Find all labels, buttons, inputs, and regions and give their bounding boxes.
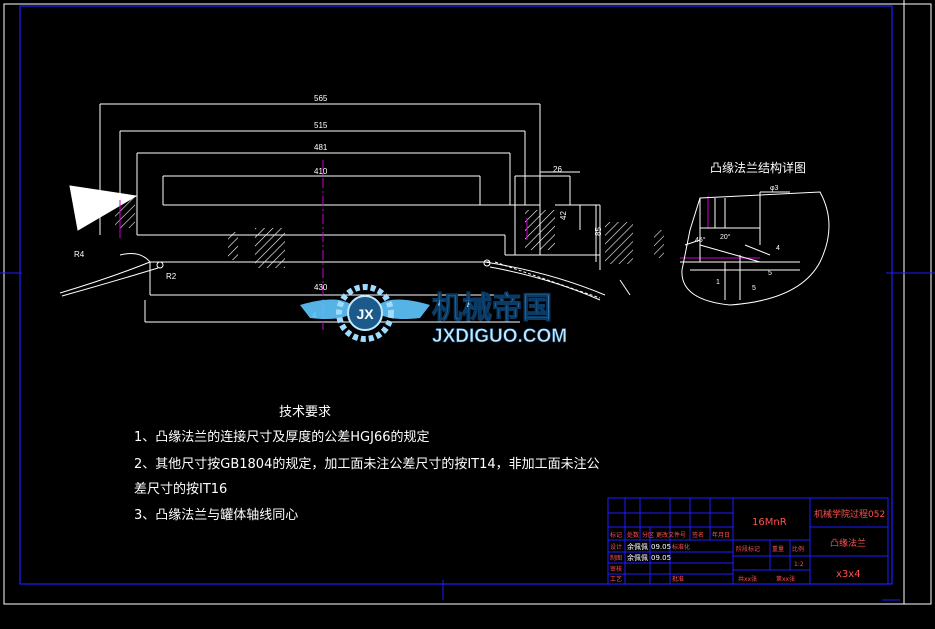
tb-label-mark: 标记 [610,531,622,539]
tb-weight: 重量 [772,545,784,553]
det-phi3: φ3 [770,185,779,192]
tb-material: 16MnR [752,517,787,528]
tb-code: x3x4 [836,569,861,580]
watermark-emblem-text: JX [356,306,374,322]
dim-r2: R2 [166,272,177,281]
dim-85: 85 [594,227,603,236]
tech-req-title: 技术要求 [279,405,332,420]
dim-42: 42 [559,211,568,220]
main-dimension-texts: 565 515 481 410 430 26 42 85 R4 R2 4 [74,94,603,320]
det-5a: 5 [768,270,772,277]
detail-view [680,191,830,306]
main-section-view [59,103,664,323]
tb-scale: 比例 [792,545,804,553]
tb-label-approve: 批准 [672,575,684,583]
det-4: 4 [776,245,780,252]
tb-label-draw: 制图 [610,554,622,562]
tech-req-line-1: 1、凸缘法兰的连接尺寸及厚度的公差HGJ66的规定 [134,430,430,445]
tech-req-line-2a: 2、其他尺寸按GB1804的规定，加工面未注公差尺寸的按IT14，非加工面未注公 [134,457,600,472]
tech-req-line-3: 3、凸缘法兰与罐体轴线同心 [134,508,299,523]
det-5b: 5 [752,285,756,292]
tb-stage: 阶段标记 [736,545,760,553]
tb-date-1: 09.05 [651,543,671,551]
watermark-logo: JX 机械帝国 JXDIGUO.COM [300,284,567,347]
tb-name-2: 余佩佩 [627,553,648,562]
tb-label-design: 设计 [610,543,622,551]
tech-req-line-2b: 差尺寸的按IT16 [134,482,228,497]
tb-sheet-total: 共xx张 [738,575,757,583]
tb-label-sign: 签名 [692,531,704,539]
tb-label-process: 工艺 [610,575,622,583]
detail-title: 凸缘法兰结构详图 [710,160,806,175]
dim-565: 565 [314,94,328,103]
tb-label-zone: 分区 [642,531,654,539]
tb-label-std: 标准化 [672,543,690,551]
watermark-brand-cn: 机械帝国 [432,291,552,326]
tb-part-name: 凸缘法兰 [830,537,866,549]
dim-515: 515 [314,121,328,130]
det-45deg: 45° [695,236,706,244]
tb-date-2: 09.05 [651,554,671,562]
dim-r4: R4 [74,250,85,259]
dim-481: 481 [314,143,328,152]
tb-label-check: 审核 [610,565,622,573]
dim-26: 26 [553,165,562,174]
tb-name-1: 余佩佩 [627,542,648,551]
drawing-frames [0,0,935,605]
det-1: 1 [716,279,720,286]
tb-scale-val: 1:2 [794,561,804,568]
tb-label-count: 处数 [627,531,639,539]
tb-label-change: 更改文件号 [656,531,686,539]
title-block-texts: 16MnR 机械学院过程052 凸缘法兰 x3x4 标记 处数 分区 更改文件号… [610,508,885,583]
det-20deg: 20° [720,233,731,241]
tb-label-date: 年月日 [712,531,730,539]
tb-sheet-no: 第xx张 [776,575,795,583]
tb-project: 机械学院过程052 [814,508,885,520]
dim-430: 430 [314,283,328,292]
detail-dimension-texts: φ3 20° 45° 4 5 5 1 [695,185,780,292]
dim-410: 410 [314,167,328,176]
watermark-brand-en: JXDIGUO.COM [432,326,567,347]
title-block [607,497,889,585]
